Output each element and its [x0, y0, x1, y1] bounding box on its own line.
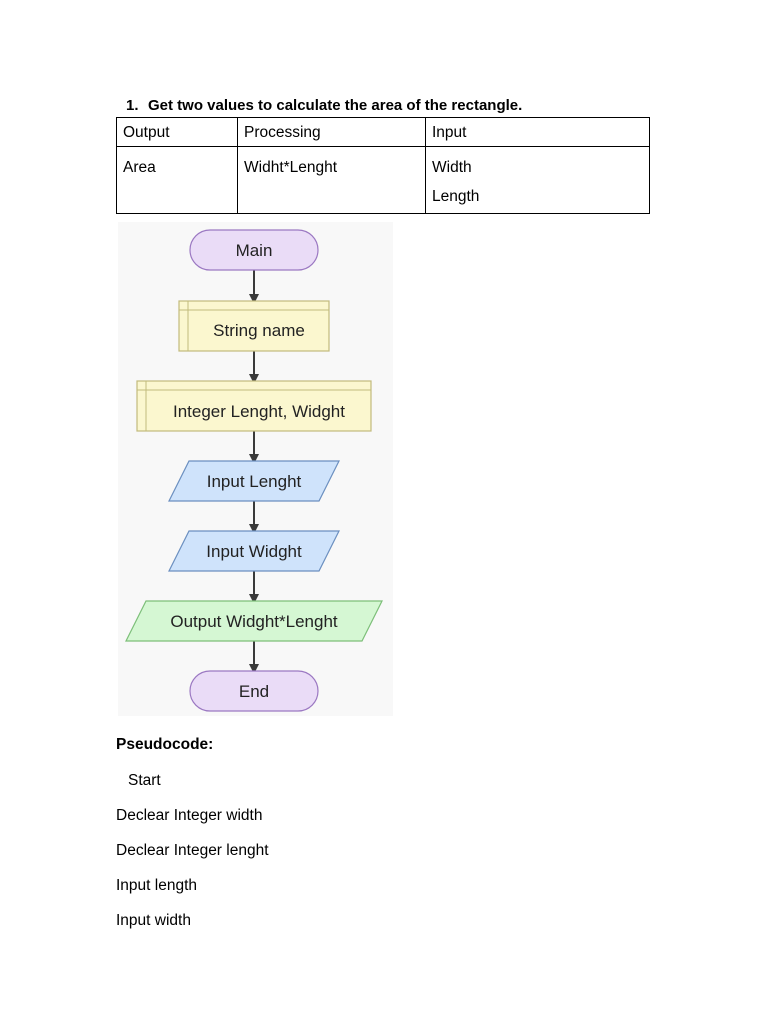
node-main-label: Main [236, 241, 273, 260]
pseudocode-line-start: Start [128, 772, 161, 789]
node-integer-decl: Integer Lenght, Widght [136, 380, 372, 432]
table-header-row: Output Processing Input [116, 117, 650, 147]
pseudocode-line-input-length: Input length [116, 877, 198, 894]
node-main: Main [189, 229, 319, 271]
pseudocode-title: Pseudocode: [116, 736, 214, 753]
header-input: Input [425, 117, 650, 147]
question-text: Get two values to calculate the area of … [148, 97, 523, 114]
node-input-lenght: Input Lenght [168, 460, 340, 502]
input-width: Width [432, 159, 472, 176]
cell-input: Width Length [425, 146, 650, 214]
node-input-widght-label: Input Widght [206, 542, 302, 561]
pseudocode-line-declare-lenght: Declear Integer lenght [116, 842, 269, 859]
node-output-label: Output Widght*Lenght [170, 612, 338, 631]
node-string-name: String name [178, 300, 330, 352]
cell-processing: Widht*Lenght [237, 146, 426, 214]
pseudocode-line-declare-width: Declear Integer width [116, 807, 263, 824]
node-string-name-label: String name [213, 321, 305, 340]
table-row: Area Widht*Lenght Width Length [116, 146, 650, 214]
header-processing: Processing [237, 117, 426, 147]
node-end: End [189, 670, 319, 712]
flowchart: Main String name Integer Lenght, Widght … [118, 222, 393, 716]
cell-output: Area [116, 146, 238, 214]
node-integer-decl-label: Integer Lenght, Widght [173, 402, 345, 421]
node-input-widght: Input Widght [168, 530, 340, 572]
header-output: Output [116, 117, 238, 147]
flowchart-svg: Main String name Integer Lenght, Widght … [125, 229, 383, 712]
node-output: Output Widght*Lenght [125, 600, 383, 642]
node-input-lenght-label: Input Lenght [207, 472, 302, 491]
question-heading: 1. Get two values to calculate the area o… [126, 97, 522, 114]
pseudocode-line-input-width: Input width [116, 912, 191, 929]
node-end-label: End [239, 682, 269, 701]
question-number: 1. [126, 97, 139, 114]
input-length: Length [432, 188, 480, 205]
ipo-table: Output Processing Input Area Widht*Lengh… [116, 117, 650, 214]
